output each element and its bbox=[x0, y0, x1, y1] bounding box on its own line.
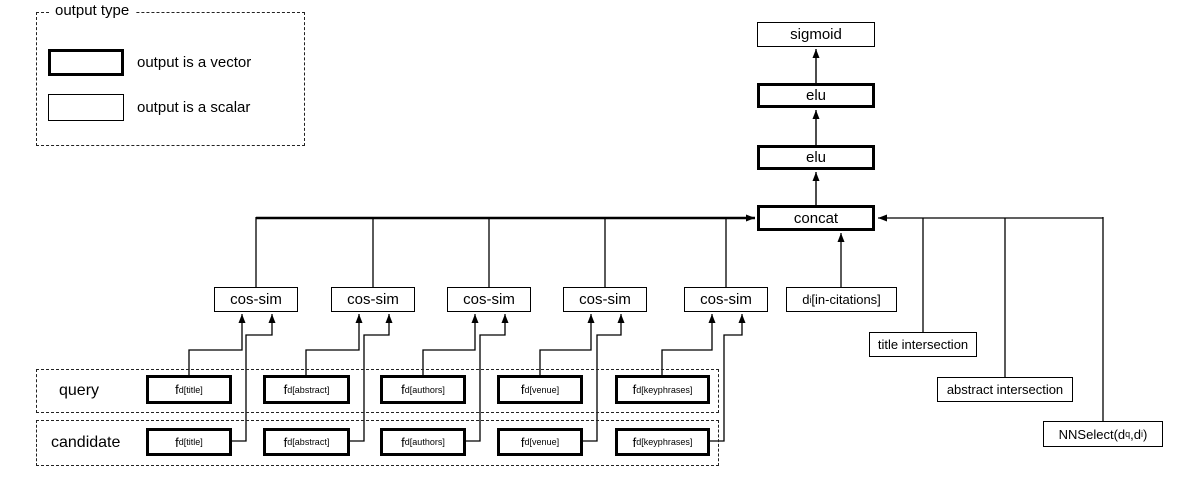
f-base: f bbox=[520, 434, 525, 450]
legend-scalar-swatch bbox=[48, 94, 124, 121]
in-citations-rest: [in-citations] bbox=[811, 292, 881, 307]
node-cos-sim-5: cos-sim bbox=[684, 287, 768, 312]
node-abstract-intersection: abstract intersection bbox=[937, 377, 1073, 402]
legend-vector-label: output is a vector bbox=[137, 54, 252, 71]
f-base: f bbox=[283, 382, 288, 397]
nnselect-s2: i bbox=[1140, 429, 1143, 439]
legend-title: output type bbox=[49, 2, 136, 19]
f-sub: d[keyphrases] bbox=[636, 384, 693, 395]
f-sub: d[venue] bbox=[524, 384, 560, 395]
legend-scalar-label: output is a scalar bbox=[137, 99, 251, 116]
cos-sim-bus bbox=[255, 214, 755, 287]
node-title-intersection: title intersection bbox=[869, 332, 977, 357]
right-feature-bus bbox=[837, 214, 1104, 421]
f-base: f bbox=[632, 382, 637, 397]
node-cos-sim-3: cos-sim bbox=[447, 287, 531, 312]
f-base: f bbox=[175, 434, 179, 450]
f-base: f bbox=[632, 434, 637, 450]
f-sub: d[authors] bbox=[404, 437, 445, 447]
f-base: f bbox=[175, 382, 179, 397]
f-sub: d[title] bbox=[178, 437, 203, 447]
f-base: f bbox=[520, 382, 525, 397]
f-base: f bbox=[401, 382, 405, 397]
in-citations-sub: i bbox=[809, 294, 812, 305]
legend-box: output type bbox=[36, 2, 305, 146]
node-sigmoid: sigmoid bbox=[757, 22, 875, 47]
node-cos-sim-1: cos-sim bbox=[214, 287, 298, 312]
nnselect-t2: ,d bbox=[1130, 426, 1141, 442]
nnselect-s1: q bbox=[1125, 429, 1131, 439]
f-sub: d[title] bbox=[178, 384, 203, 395]
f-base: f bbox=[401, 434, 405, 450]
node-elu-top: elu bbox=[757, 83, 875, 108]
candidate-row-label: candidate bbox=[51, 434, 121, 451]
query-row-label: query bbox=[59, 382, 100, 399]
node-cos-sim-2: cos-sim bbox=[331, 287, 415, 312]
legend-vector-swatch bbox=[48, 49, 124, 76]
candidate-connectors bbox=[232, 314, 746, 442]
node-cos-sim-4: cos-sim bbox=[563, 287, 647, 312]
nnselect-t3: ) bbox=[1142, 426, 1148, 442]
f-sub: d[abstract] bbox=[287, 384, 330, 395]
node-elu-bottom: elu bbox=[757, 145, 875, 170]
candidate-row: candidate bbox=[36, 420, 719, 466]
query-row: query bbox=[36, 369, 719, 413]
f-sub: d[keyphrases] bbox=[636, 437, 693, 447]
node-concat: concat bbox=[757, 205, 875, 231]
f-sub: d[abstract] bbox=[287, 437, 330, 447]
query-connectors bbox=[188, 314, 716, 375]
nnselect-t1: NNSelect(d bbox=[1058, 426, 1126, 442]
in-citations-base: d bbox=[802, 292, 810, 307]
f-sub: d[authors] bbox=[404, 384, 445, 395]
f-sub: d[venue] bbox=[524, 437, 560, 447]
f-base: f bbox=[283, 434, 288, 450]
